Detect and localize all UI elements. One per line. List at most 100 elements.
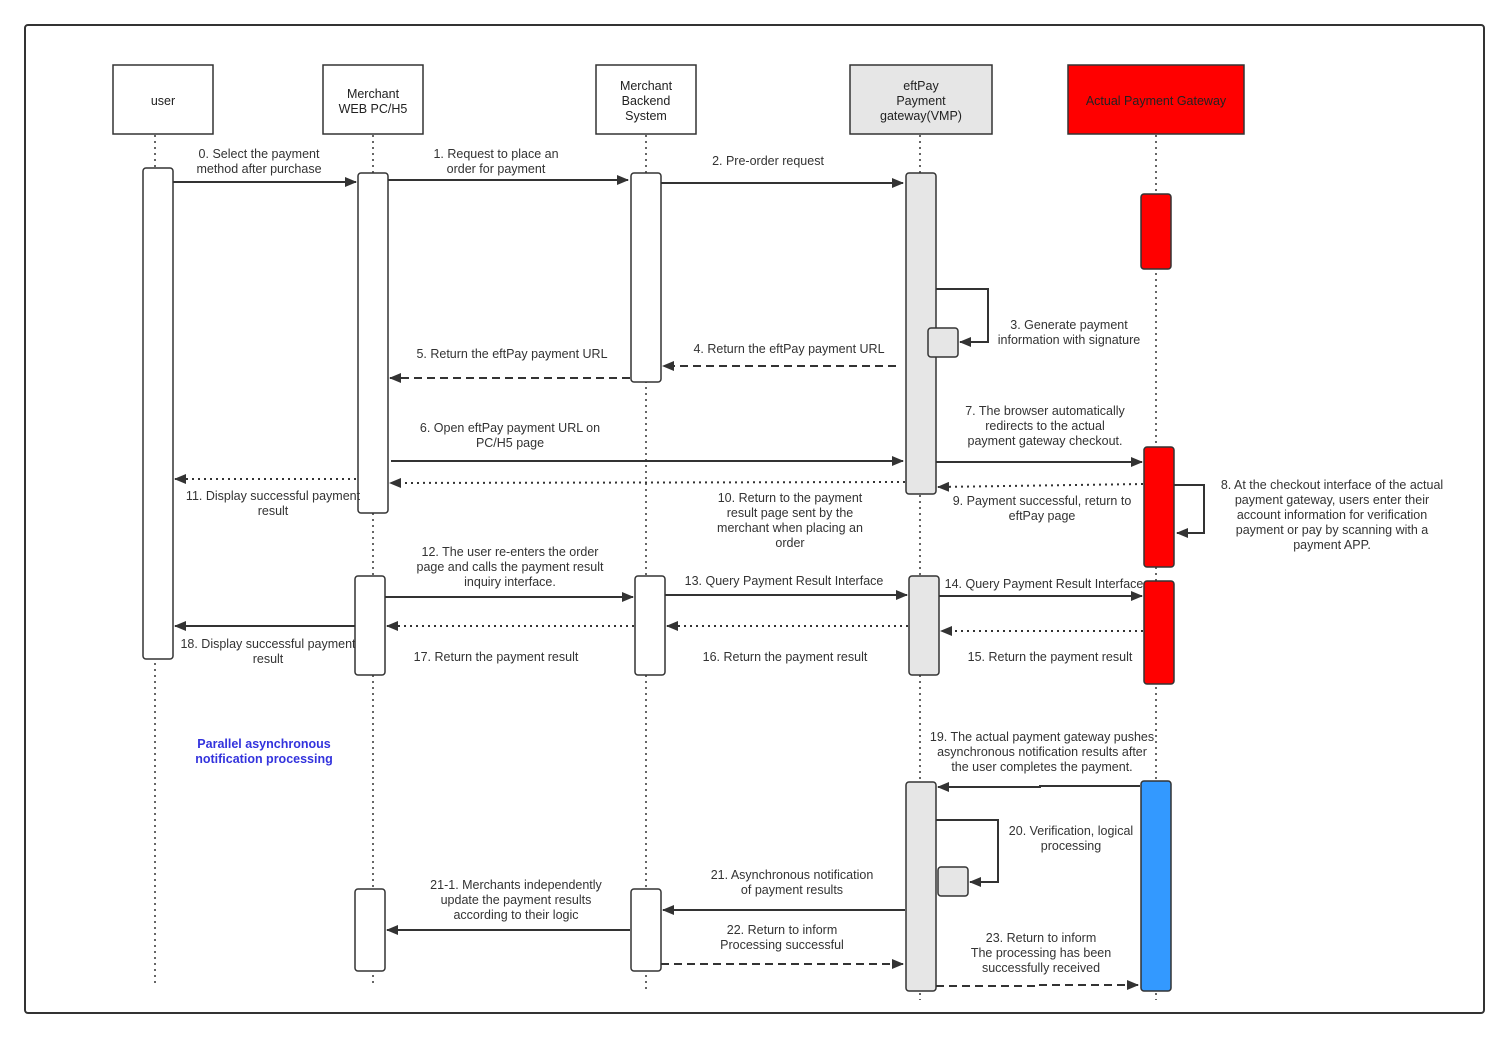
message-label-m23-line-3: successfully received <box>982 961 1100 975</box>
message-label-m5: 5. Return the eftPay payment URL <box>416 347 607 361</box>
activation-bars <box>142 167 1175 992</box>
participant-label-merchant-backend-line-2: Backend <box>622 94 671 108</box>
participant-box-merchant-web <box>322 64 424 135</box>
activation-user-1 <box>142 167 174 660</box>
message-label-m16: 16. Return the payment result <box>703 650 868 664</box>
message-label-m2-line-1: 2. Pre-order request <box>712 154 824 168</box>
participant-label-eftpay-line-3: gateway(VMP) <box>880 109 962 123</box>
message-label-m23-line-2: The processing has been <box>971 946 1111 960</box>
message-label-m19-line-3: the user completes the payment. <box>951 760 1132 774</box>
arrow-m19 <box>937 782 1140 792</box>
arrow-m23 <box>936 980 1139 990</box>
message-label-m20-line-2: processing <box>1041 839 1101 853</box>
arrow-m8 <box>1174 484 1205 538</box>
activation-actual-gateway-3 <box>1143 580 1175 685</box>
message-label-m11-line-2: result <box>258 504 289 518</box>
activation-merchant-web-2 <box>354 575 386 676</box>
message-label-m22-line-1: 22. Return to inform <box>727 923 837 937</box>
message-label-m9-line-2: eftPay page <box>1009 509 1076 523</box>
message-label-m12-line-1: 12. The user re-enters the order <box>422 545 599 559</box>
message-label-m1-line-1: 1. Request to place an <box>433 147 558 161</box>
message-label-m12-line-2: page and calls the payment result <box>417 560 604 574</box>
message-label-m21-line-1: 21. Asynchronous notification <box>711 868 874 882</box>
arrow-m10 <box>389 477 906 488</box>
message-label-m5-line-1: 5. Return the eftPay payment URL <box>416 347 607 361</box>
arrow-m9 <box>937 481 1144 492</box>
message-label-m21-1-line-3: according to their logic <box>453 908 578 922</box>
message-arrows <box>173 175 1205 990</box>
message-label-m0-line-2: method after purchase <box>196 162 321 176</box>
participant-box-merchant-backend <box>595 64 697 135</box>
activation-eftpay-self-2 <box>937 866 969 897</box>
message-label-m15-line-1: 15. Return the payment result <box>968 650 1133 664</box>
message-label-m15: 15. Return the payment result <box>968 650 1133 664</box>
message-label-m10-line-2: result page sent by the <box>727 506 854 520</box>
message-label-m8: 8. At the checkout interface of the actu… <box>1221 478 1443 552</box>
message-label-m14-line-1: 14. Query Payment Result Interface <box>945 577 1144 591</box>
activation-actual-gateway-1 <box>1140 193 1172 270</box>
activation-merchant-web-3 <box>354 888 386 972</box>
diagram-frame <box>24 24 1485 1014</box>
message-label-m7-line-1: 7. The browser automatically <box>965 404 1125 418</box>
arrow-m3 <box>936 288 989 347</box>
message-label-m16-line-1: 16. Return the payment result <box>703 650 868 664</box>
parallel-note-text-line-1: Parallel asynchronous <box>197 737 330 751</box>
message-label-m20-line-1: 20. Verification, logical <box>1009 824 1133 838</box>
message-label-m21-1-line-1: 21-1. Merchants independently <box>430 878 602 892</box>
activation-actual-gateway-4 <box>1140 780 1172 992</box>
activation-eftpay-3 <box>905 781 937 992</box>
participant-label-merchant-web-line-2: WEB PC/H5 <box>339 102 408 116</box>
message-label-m3-line-2: information with signature <box>998 333 1140 347</box>
message-label-m13: 13. Query Payment Result Interface <box>685 574 884 588</box>
activation-merchant-backend-1 <box>630 172 662 383</box>
activation-merchant-backend-2 <box>634 575 666 676</box>
message-label-m19-line-1: 19. The actual payment gateway pushes <box>930 730 1154 744</box>
participant-label-actual-gateway-line-1: Actual Payment Gateway <box>1086 94 1227 108</box>
message-label-m7-line-3: payment gateway checkout. <box>968 434 1123 448</box>
participant-label-merchant-backend-line-3: System <box>625 109 667 123</box>
message-label-m6-line-1: 6. Open eftPay payment URL on <box>420 421 600 435</box>
participant-label-user: user <box>151 94 175 108</box>
message-label-m8-line-2: payment gateway, users enter their <box>1235 493 1429 507</box>
message-label-m22-line-2: Processing successful <box>720 938 844 952</box>
activation-actual-gateway-2 <box>1143 446 1175 568</box>
participant-box-eftpay <box>849 64 993 135</box>
message-label-m3-line-1: 3. Generate payment <box>1010 318 1128 332</box>
message-label-m8-line-4: payment or pay by scanning with a <box>1236 523 1429 537</box>
participant-label-actual-gateway: Actual Payment Gateway <box>1086 94 1227 108</box>
message-label-m19-line-2: asynchronous notification results after <box>937 745 1147 759</box>
participant-label-merchant-web-line-1: Merchant <box>347 87 400 101</box>
message-label-m11-line-1: 11. Display successful payment <box>186 489 361 503</box>
message-label-m21-line-2: of payment results <box>741 883 843 897</box>
participant-box-actual-gateway <box>1067 64 1245 135</box>
participant-box-user <box>112 64 214 135</box>
message-label-m17: 17. Return the payment result <box>414 650 579 664</box>
message-label-m7-line-2: redirects to the actual <box>985 419 1105 433</box>
activation-merchant-backend-3 <box>630 888 662 972</box>
message-label-m10-line-4: order <box>775 536 804 550</box>
message-label-m4-line-1: 4. Return the eftPay payment URL <box>693 342 884 356</box>
message-label-m4: 4. Return the eftPay payment URL <box>693 342 884 356</box>
message-label-m8-line-1: 8. At the checkout interface of the actu… <box>1221 478 1443 492</box>
activation-eftpay-self-1 <box>927 327 959 358</box>
arrow-m20 <box>936 819 999 887</box>
